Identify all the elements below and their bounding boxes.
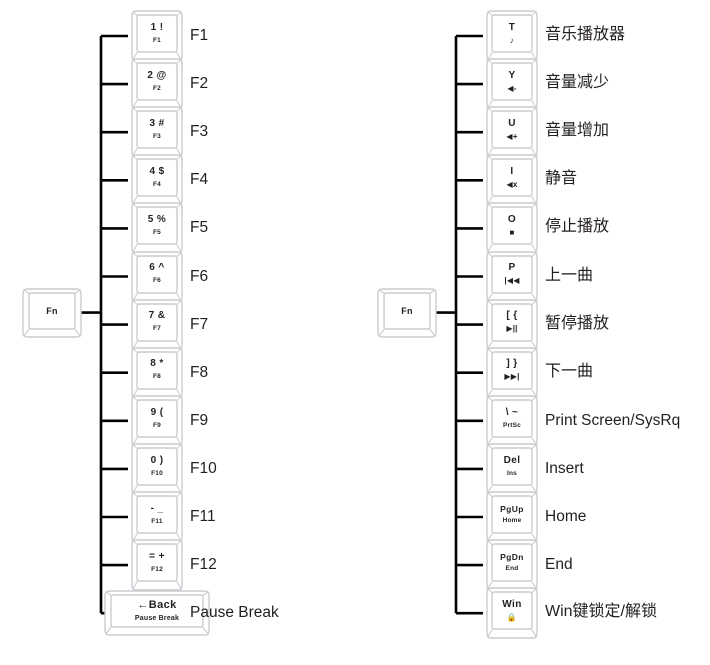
keycap-right-1[interactable]: Y◀-	[486, 58, 538, 110]
fn-key-left[interactable]: Fn	[22, 287, 82, 338]
keycap-right-4[interactable]: O■	[486, 202, 538, 255]
row-label-right-4: 停止播放	[545, 218, 610, 236]
row-label-left-1: F2	[190, 75, 209, 93]
keycap-left-9[interactable]: 0 )F10	[131, 443, 183, 495]
keycap-left-3[interactable]: 4 $F4	[131, 154, 183, 206]
keycap-left-4[interactable]: 5 %F5	[131, 202, 183, 255]
row-label-left-8: F9	[190, 411, 209, 429]
keycap-right-12[interactable]: Win🔒	[486, 587, 538, 639]
keycap-right-8[interactable]: \ ~PrtSc	[486, 395, 538, 447]
keycap-left-11[interactable]: = +F12	[131, 539, 183, 591]
diagram-column-left: Fn 1 !F1 F1 2 @F2 F2 3 #F3 F3	[22, 10, 279, 636]
row-label-right-10: Home	[545, 508, 587, 525]
keycap-right-3[interactable]: I◀x	[486, 154, 538, 206]
row-label-right-7: 下一曲	[545, 362, 594, 380]
fn-key-right[interactable]: Fn	[377, 287, 437, 338]
row-label-right-8: Print Screen/SysRq	[545, 411, 681, 429]
keycap-left-6[interactable]: 7 &F7	[131, 298, 183, 351]
keycap-left-5[interactable]: 6 ^F6	[131, 250, 183, 303]
row-label-left-6: F7	[190, 315, 209, 333]
row-label-right-2: 音量增加	[545, 122, 610, 140]
keycap-right-5[interactable]: P|◀◀	[486, 250, 538, 303]
keycap-left-2[interactable]: 3 #F3	[131, 106, 183, 158]
row-label-left-12: Pause Break	[190, 604, 279, 622]
row-label-left-2: F3	[190, 123, 209, 141]
keycap-right-0[interactable]: T♪	[486, 10, 538, 62]
keycap-right-6[interactable]: [ {▶||	[486, 298, 538, 351]
row-label-left-7: F8	[190, 363, 209, 381]
row-label-right-6: 暂停播放	[545, 314, 610, 332]
row-label-right-3: 静音	[545, 170, 578, 188]
row-label-left-3: F4	[190, 171, 209, 189]
row-label-left-5: F6	[190, 267, 209, 285]
row-label-right-11: End	[545, 556, 573, 574]
row-label-right-1: 音量减少	[545, 74, 610, 92]
row-label-left-10: F11	[190, 508, 216, 525]
diagram-column-right: Fn T♪ 音乐播放器 Y◀- 音量减少 U◀+ 音量增加	[355, 0, 710, 665]
keycap-right-2[interactable]: U◀+	[486, 106, 538, 158]
row-label-left-0: F1	[190, 27, 209, 44]
row-label-left-11: F12	[190, 556, 217, 574]
keycap-right-7[interactable]: ] }▶▶|	[486, 346, 538, 399]
row-label-right-12: Win键锁定/解锁	[545, 603, 658, 621]
keycap-left-8[interactable]: 9 (F9	[131, 395, 183, 447]
keycap-left-1[interactable]: 2 @F2	[131, 58, 183, 110]
keycap-left-7[interactable]: 8 *F8	[131, 346, 183, 399]
row-label-left-9: F10	[190, 459, 217, 477]
keycap-left-0[interactable]: 1 !F1	[131, 10, 183, 62]
keycap-left-10[interactable]: - _F11	[131, 491, 183, 543]
row-label-left-4: F5	[190, 219, 209, 237]
row-label-right-9: Insert	[545, 459, 584, 477]
row-label-right-5: 上一曲	[545, 266, 594, 284]
row-label-right-0: 音乐播放器	[545, 26, 626, 43]
